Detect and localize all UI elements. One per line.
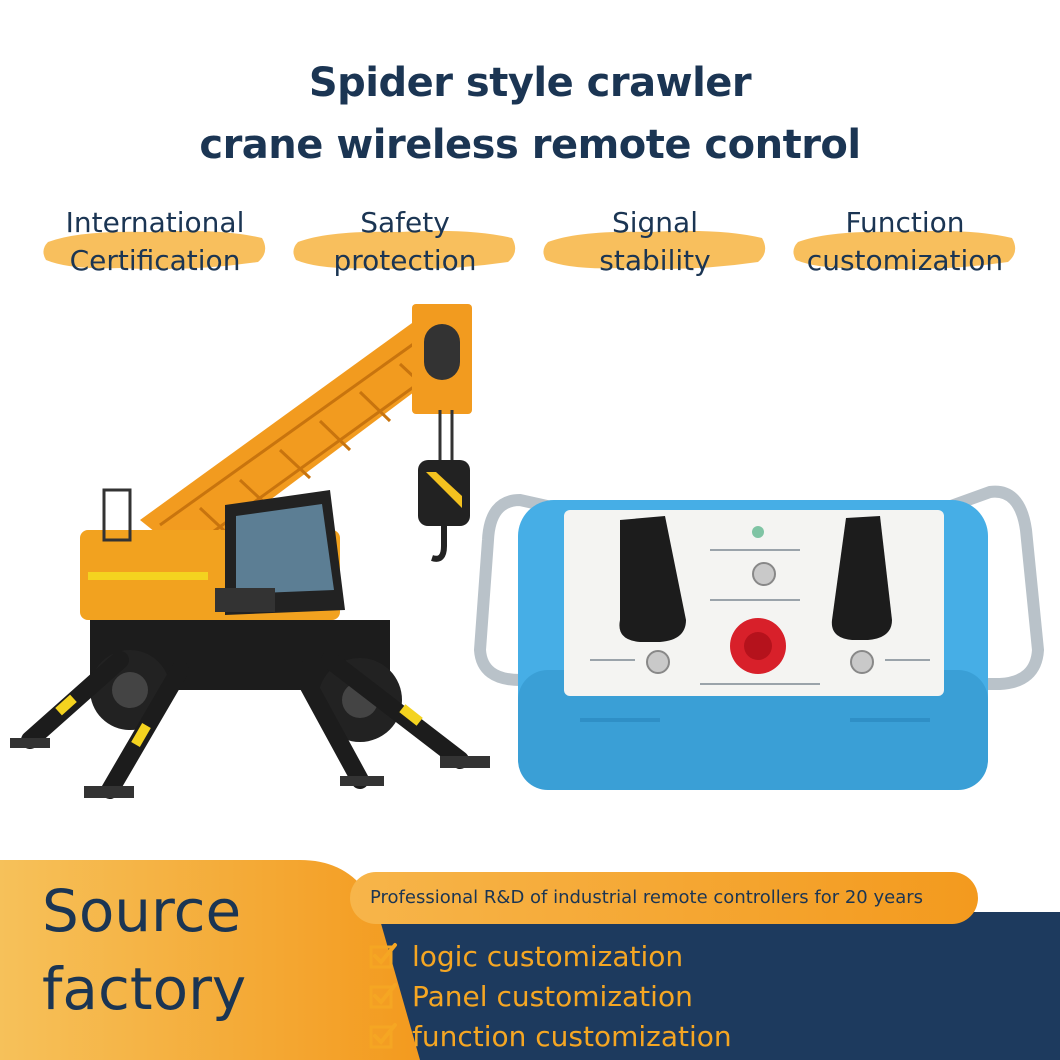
headline-line-1: Source bbox=[42, 877, 242, 945]
feature-label-2: customization bbox=[806, 244, 1004, 277]
feature-label-2: protection bbox=[333, 244, 477, 277]
bullet-list: logic customization Panel customization … bbox=[368, 936, 732, 1056]
feature-label-2: stability bbox=[599, 244, 711, 277]
headline-line-2: factory bbox=[42, 955, 247, 1023]
feature-label-1: Signal bbox=[611, 206, 698, 239]
feature-label-1: International bbox=[65, 206, 245, 239]
checkbox-checked-icon bbox=[369, 983, 397, 1009]
feature-label-1: Safety bbox=[360, 206, 450, 239]
bullet-label: Panel customization bbox=[412, 979, 693, 1013]
wireless-remote-control-image bbox=[473, 485, 1045, 790]
orange-panel bbox=[0, 860, 420, 1060]
feature-international-certification: International Certification bbox=[40, 200, 270, 290]
list-item: Panel customization bbox=[368, 976, 732, 1016]
feature-safety-protection: Safety protection bbox=[290, 200, 520, 290]
feature-label-1: Function bbox=[845, 206, 965, 239]
feature-label-2: Certification bbox=[69, 244, 241, 277]
brush-stroke-icon bbox=[293, 230, 516, 270]
list-item: logic customization bbox=[368, 936, 732, 976]
title-line-1: Spider style crawler bbox=[308, 60, 752, 106]
bottom-banner: Source factory Professional R&D of indus… bbox=[0, 860, 1060, 1060]
feature-signal-stability: Signal stability bbox=[540, 200, 770, 290]
checkbox-checked-icon bbox=[369, 1023, 397, 1049]
brush-stroke-icon bbox=[793, 230, 1016, 270]
brush-stroke-icon bbox=[543, 230, 766, 270]
feature-function-customization: Function customization bbox=[790, 200, 1020, 290]
brush-stroke-icon bbox=[43, 230, 266, 270]
page-title: Spider style crawler crane wireless remo… bbox=[0, 52, 1060, 176]
checkbox-checked-icon bbox=[369, 943, 397, 969]
tagline-text: Professional R&D of industrial remote co… bbox=[370, 887, 924, 908]
source-factory-headline: Source factory bbox=[42, 872, 246, 1028]
tagline-pill: Professional R&D of industrial remote co… bbox=[350, 872, 978, 924]
bullet-label: function customization bbox=[412, 1019, 732, 1053]
spider-crane-image bbox=[10, 304, 490, 799]
navy-panel bbox=[300, 912, 1060, 1060]
list-item: function customization bbox=[368, 1016, 732, 1056]
title-line-2: crane wireless remote control bbox=[199, 122, 861, 168]
bullet-label: logic customization bbox=[412, 939, 684, 973]
